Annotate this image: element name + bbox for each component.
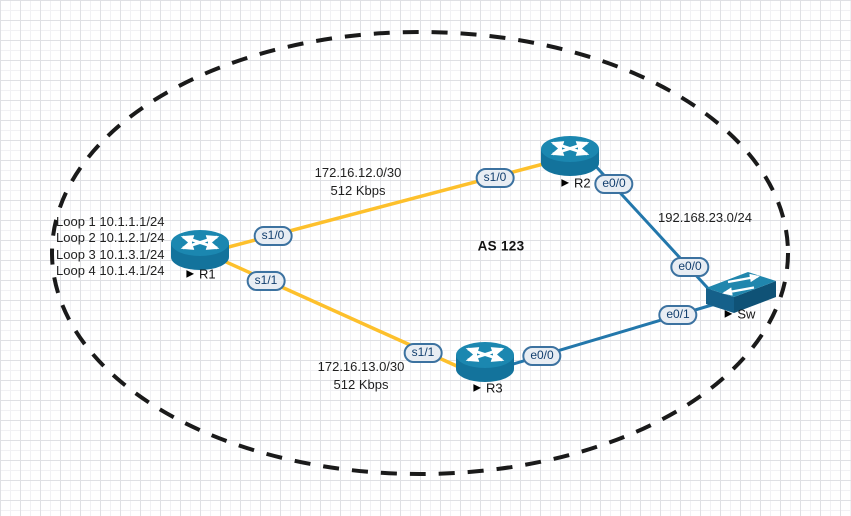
as-label[interactable]: AS 123: [477, 238, 525, 254]
interface-badge-r1-s1-1[interactable]: s1/1: [246, 271, 286, 291]
selection-marker-icon: ▶: [724, 308, 733, 319]
network-address: 172.16.13.0/30: [317, 359, 405, 374]
loopback-line: Loop 1 10.1.1.1/24: [56, 214, 165, 229]
interface-badge-sw-e0-1[interactable]: e0/1: [658, 305, 698, 325]
router-r3-icon[interactable]: [456, 342, 514, 382]
link-label-r2-sw[interactable]: 192.168.23.0/24: [658, 209, 752, 227]
switch-sw-icon[interactable]: [706, 272, 776, 313]
device-label-r3[interactable]: ▶ R3: [473, 381, 502, 396]
device-name: R2: [574, 175, 591, 191]
router-arrows-icon: [550, 141, 590, 156]
selection-marker-icon: ▶: [473, 382, 482, 393]
device-name: Sw: [737, 306, 756, 322]
interface-badge-r2-e0-0[interactable]: e0/0: [594, 174, 634, 194]
loopback-annotation[interactable]: Loop 1 10.1.1.1/24 Loop 2 10.1.2.1/24 Lo…: [56, 214, 164, 279]
device-name: R1: [199, 266, 216, 282]
device-label-sw[interactable]: ▶ Sw: [725, 307, 756, 322]
device-label-r1[interactable]: ▶ R1: [186, 267, 215, 282]
router-arrows-icon: [465, 347, 505, 362]
loopback-line: Loop 3 10.1.3.1/24: [56, 246, 165, 262]
router-arrows-icon: [180, 235, 220, 250]
router-r1-icon[interactable]: [171, 230, 229, 270]
network-address: 172.16.12.0/30: [314, 165, 402, 180]
router-r2-icon[interactable]: [541, 136, 599, 176]
interface-badge-r3-e0-0[interactable]: e0/0: [522, 346, 562, 366]
interface-badge-r2-s1-0[interactable]: s1/0: [475, 168, 515, 188]
selection-marker-icon: ▶: [561, 177, 570, 188]
interface-badge-r3-s1-1[interactable]: s1/1: [403, 343, 443, 363]
device-label-r2[interactable]: ▶ R2: [561, 176, 590, 191]
bandwidth-label: 512 Kbps: [333, 377, 389, 392]
switch-arrows-icon: [722, 273, 760, 296]
as-boundary-ellipse[interactable]: [50, 30, 790, 476]
loopback-line: Loop 2 10.1.2.1/24: [56, 230, 165, 246]
link-label-r1-r3[interactable]: 172.16.13.0/30 512 Kbps: [318, 358, 405, 394]
selection-marker-icon: ▶: [186, 268, 195, 279]
device-name: R3: [486, 380, 503, 396]
interface-badge-sw-e0-0[interactable]: e0/0: [670, 257, 710, 277]
interface-badge-r1-s1-0[interactable]: s1/0: [253, 226, 293, 246]
network-address: 192.168.23.0/24: [658, 210, 752, 225]
switch-right-face: [734, 281, 776, 313]
loopback-line: Loop 4 10.1.4.1/24: [56, 262, 165, 278]
switch-left-face: [706, 288, 734, 313]
link-label-r1-r2[interactable]: 172.16.12.0/30 512 Kbps: [315, 164, 402, 200]
bandwidth-label: 512 Kbps: [330, 183, 386, 198]
